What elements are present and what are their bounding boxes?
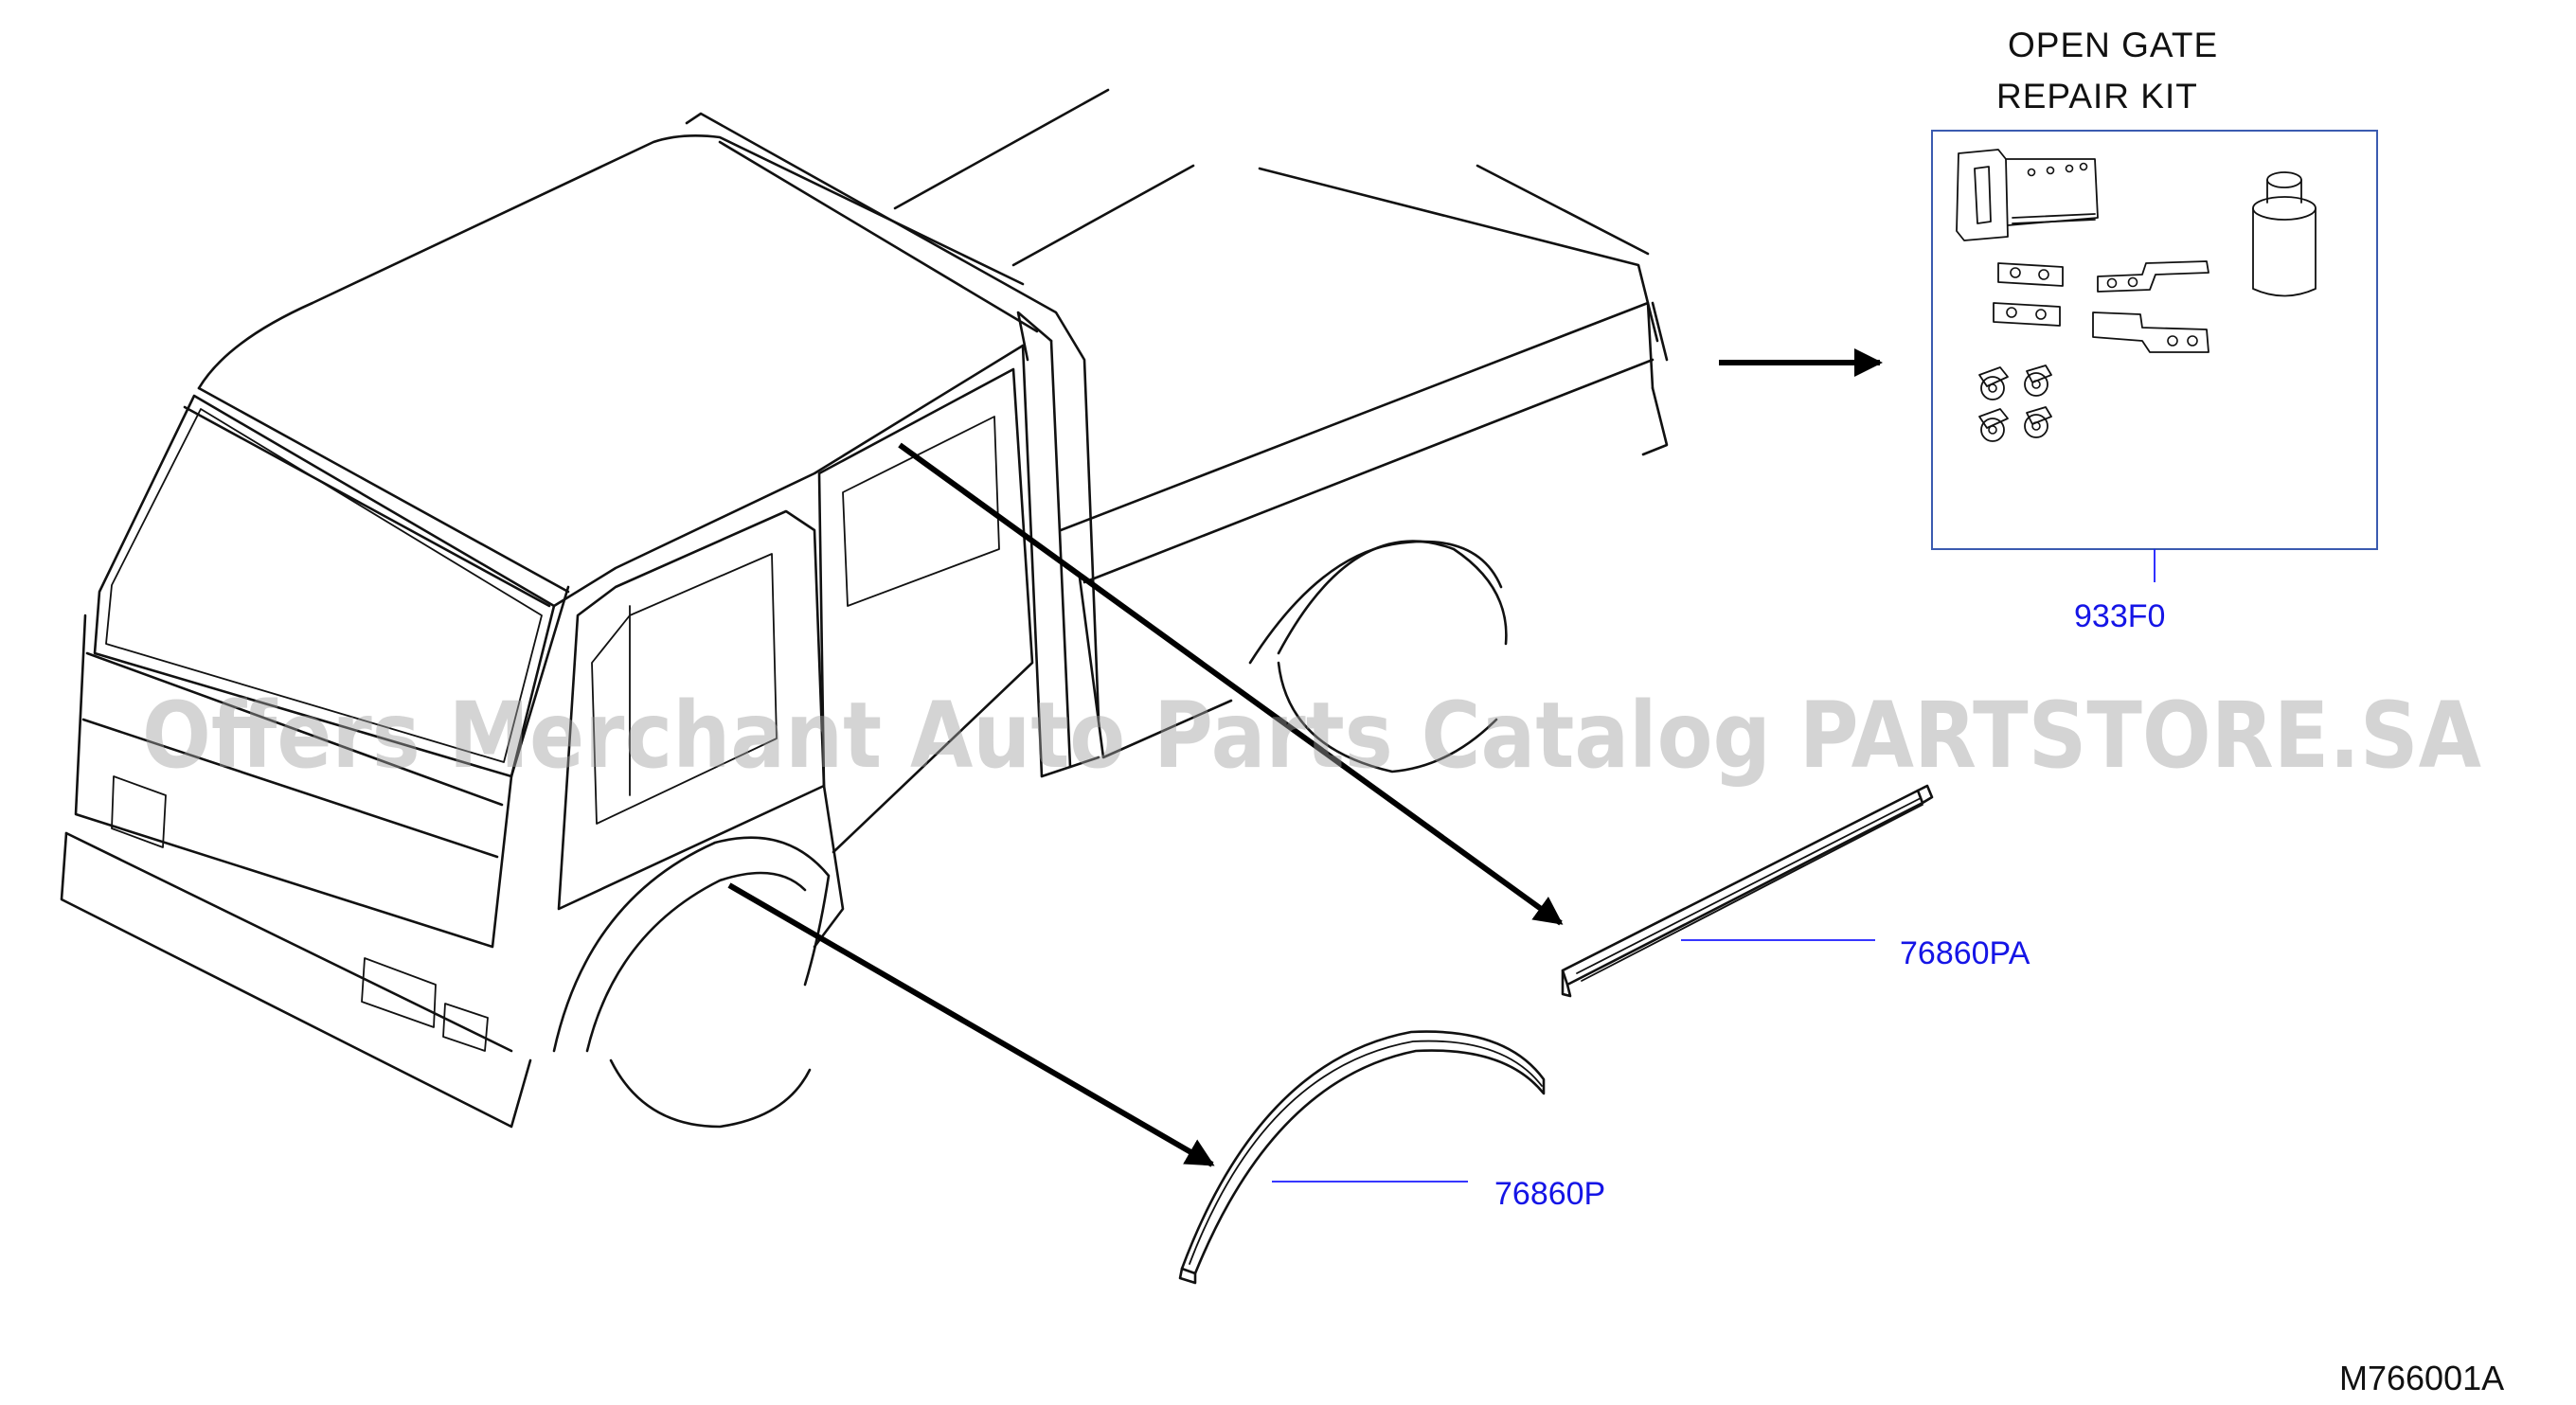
arrow-to-gate-molding (898, 442, 1564, 926)
bent-bracket-icon (2092, 260, 2209, 353)
kit-title-line-2: REPAIR KIT (1996, 77, 2198, 116)
part-label-933F0[interactable]: 933F0 (2074, 598, 2165, 634)
hinge-bracket-icon (1956, 149, 2099, 241)
hinge-plate-icon (1993, 262, 2064, 327)
kit-title-line-1: OPEN GATE (2008, 26, 2218, 64)
figure-code: M766001A (2339, 1359, 2504, 1397)
truck-illustration (60, 88, 1669, 1129)
arrow-to-wheel-arch-molding (727, 882, 1215, 1167)
bolt-set-icon (1978, 365, 2052, 442)
part-label-76860PA[interactable]: 76860PA (1900, 935, 2030, 971)
gate-molding-part: 76860PA (1561, 784, 2030, 998)
repair-kit-box (1931, 130, 2378, 550)
callout-arrows (727, 348, 1883, 1167)
wheel-arch-molding-part: 76860P (1178, 1030, 1605, 1285)
part-label-76860P[interactable]: 76860P (1494, 1176, 1605, 1212)
grease-bottle-icon (2252, 171, 2317, 297)
watermark-text: Offers Merchant Auto Parts Catalog PARTS… (142, 683, 2481, 789)
repair-kit-group: OPEN GATE REPAIR KIT (1931, 26, 2378, 634)
